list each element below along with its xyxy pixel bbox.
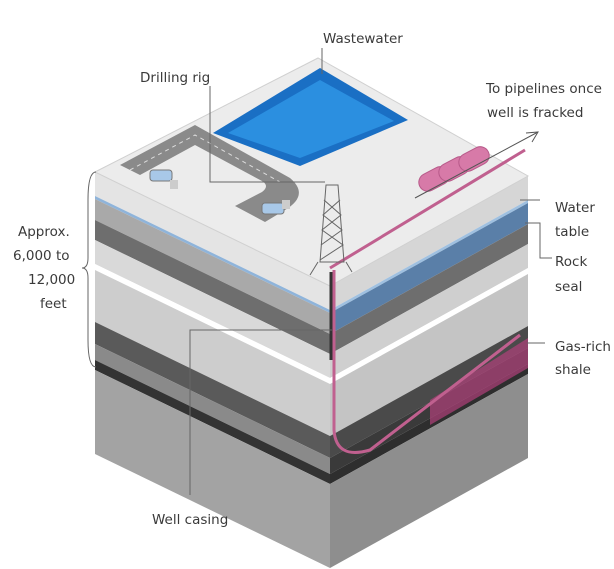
- layer-gap-right: [330, 268, 528, 384]
- layer-aquifer-left: [95, 199, 330, 334]
- layer-top-soil-left: [95, 172, 330, 310]
- road-markings: [129, 134, 281, 183]
- label-gas-shale-2: shale: [555, 362, 591, 378]
- label-wastewater: Wastewater: [323, 31, 403, 47]
- label-pipelines-1: To pipelines once: [486, 81, 602, 97]
- layer-rock-layer-left: [95, 240, 330, 378]
- label-depth-3: 12,000: [28, 272, 76, 288]
- layer-rock-seal-right: [330, 224, 528, 354]
- layer-sandstone-right: [330, 274, 528, 436]
- label-water-table-2: table: [555, 224, 590, 240]
- truck-icon: [261, 200, 290, 215]
- label-gas-shale-1: Gas-rich: [555, 339, 611, 355]
- label-water-table-1: Water: [555, 200, 595, 216]
- access-road: [120, 125, 299, 222]
- layer-rock-seal-left: [95, 220, 330, 354]
- layer-aquifer-right: [330, 203, 528, 334]
- layer-bedrock-right: [330, 374, 528, 568]
- drilling-rig-icon: [309, 184, 353, 276]
- well-pipe: [332, 270, 521, 454]
- pipeline-arrow: [414, 131, 539, 199]
- wastewater-surface: [228, 80, 394, 158]
- layer-deep-layer-left: [95, 360, 330, 484]
- label-pipelines-2: well is fracked: [487, 105, 584, 121]
- leader-lines: [81, 48, 552, 495]
- label-rock-seal-1: Rock: [555, 254, 588, 270]
- label-depth-4: feet: [40, 296, 67, 312]
- layer-rock-layer-right: [330, 244, 528, 378]
- layer-water-table-left: [95, 196, 330, 313]
- label-depth-1: Approx.: [18, 224, 70, 240]
- layer-gap-left: [95, 264, 330, 384]
- layer-shale-layer-left: [95, 322, 330, 458]
- label-depth-2: 6,000 to: [13, 248, 70, 264]
- storage-tanks: [418, 146, 490, 192]
- truck-icon: [149, 169, 178, 189]
- layer-water-table-right: [330, 200, 528, 313]
- ground-block: [95, 172, 528, 568]
- label-drilling-rig: Drilling rig: [140, 70, 211, 86]
- layer-top-soil-right: [330, 176, 528, 310]
- layer-shale-layer-right: [330, 326, 528, 458]
- gas-rich-shale-pattern: [430, 338, 528, 425]
- layer-gas-shale-left: [95, 344, 330, 474]
- arrow-head-icon: [525, 131, 539, 143]
- label-rock-seal-2: seal: [555, 279, 583, 295]
- ground-surface: [93, 57, 530, 287]
- layer-sandstone-left: [95, 270, 330, 436]
- label-well-casing: Well casing: [152, 512, 229, 528]
- layer-bedrock-left: [95, 370, 330, 568]
